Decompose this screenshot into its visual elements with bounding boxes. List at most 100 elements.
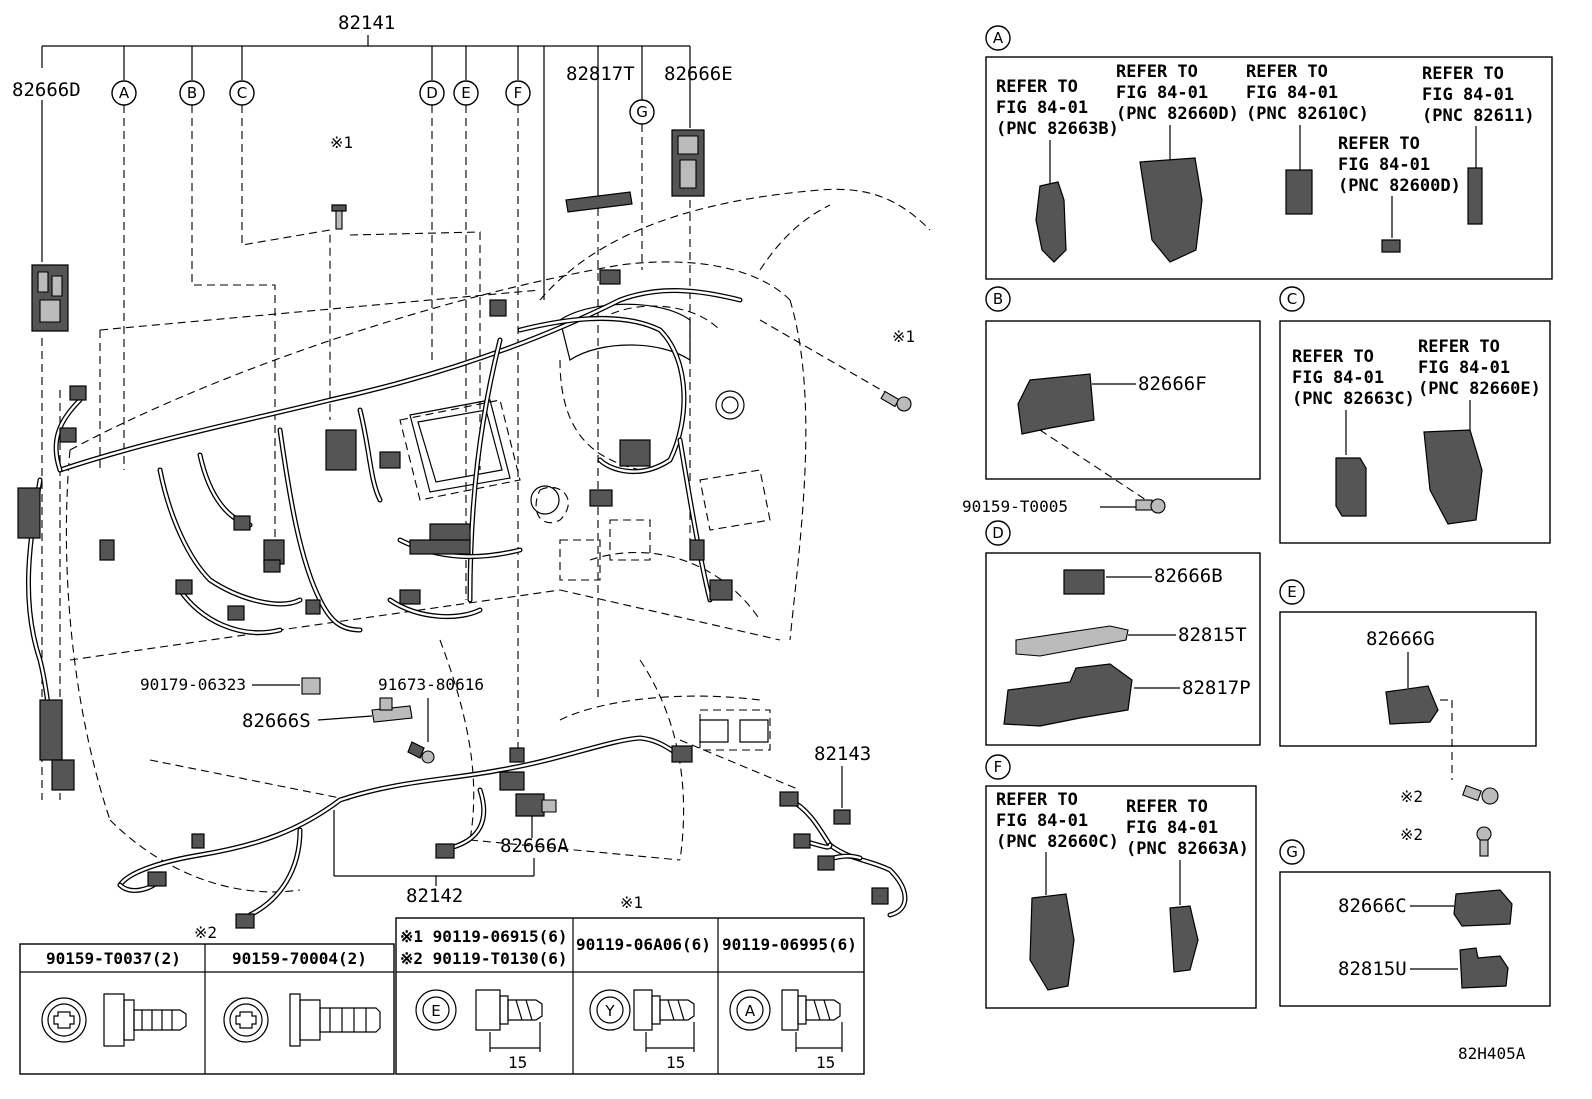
svg-text:A: A — [119, 84, 130, 102]
callout-F[interactable]: F — [505, 80, 531, 106]
rear-harness-82143[interactable] — [779, 791, 908, 918]
callout-G[interactable]: G — [629, 99, 655, 125]
detail-F-ref2-l1: REFER TO — [1126, 797, 1208, 817]
detail-C-ref2-l3: (PNC 82660E) — [1418, 379, 1541, 399]
detail-A-ref4-l2: FIG 84-01 — [1422, 85, 1514, 105]
detail-A: A REFER TO FIG 84-01 (PNC 82663B) REFER … — [985, 25, 1553, 280]
fastener-header-3[interactable]: ※1 90119-06915(6) — [400, 927, 568, 946]
part-82600D[interactable] — [1381, 239, 1401, 253]
fastener-header-1[interactable]: 90159-T0037(2) — [46, 949, 181, 968]
connector-82666A[interactable] — [515, 793, 557, 817]
callout-E[interactable]: E — [453, 80, 479, 106]
note-2-E: ※2 — [1400, 787, 1423, 806]
table-note-1: ※1 — [620, 893, 643, 912]
label-82142[interactable]: 82142 — [406, 885, 463, 907]
label-82143[interactable]: 82143 — [814, 743, 871, 765]
label-82666A[interactable]: 82666A — [500, 835, 569, 857]
label-82666B[interactable]: 82666B — [1154, 565, 1223, 587]
detail-F-ref2-l3: (PNC 82663A) — [1126, 839, 1249, 859]
label-82817P[interactable]: 82817P — [1182, 677, 1251, 699]
svg-text:C: C — [237, 84, 247, 102]
detail-G: G 82666C 82815U — [1279, 839, 1551, 1007]
fastener-table: ※1 90159-T0037(2) 90159-70004(2) ※1 9011… — [19, 893, 865, 1075]
fastener-header-6[interactable]: 90119-06995(6) — [722, 935, 857, 954]
detail-B: B 82666F 90159-T0005 — [962, 286, 1261, 516]
label-82815T[interactable]: 82815T — [1178, 624, 1247, 646]
detail-A-ref1-l1: REFER TO — [996, 77, 1078, 97]
fastener-header-4[interactable]: ※2 90119-T0130(6) — [400, 949, 568, 968]
part-82815T[interactable] — [1015, 625, 1129, 657]
dimension-15-c: 15 — [816, 1053, 835, 1072]
detail-C-ref2-l2: FIG 84-01 — [1418, 358, 1510, 378]
note-1-top: ※1 — [330, 133, 353, 152]
part-82817P[interactable] — [1003, 663, 1133, 727]
detail-F-ref1-l2: FIG 84-01 — [996, 811, 1088, 831]
floor-harness-82142[interactable] — [117, 735, 683, 918]
bolt-T0005-icon[interactable] — [1135, 498, 1166, 514]
note-2-floor: ※2 — [194, 923, 217, 942]
label-90159-T0005[interactable]: 90159-T0005 — [962, 497, 1068, 516]
part-82666G[interactable] — [1385, 685, 1439, 725]
detail-A-ref3-l3: (PNC 82610C) — [1246, 104, 1369, 124]
detail-C: C REFER TO FIG 84-01 (PNC 82663C) REFER … — [1279, 286, 1551, 544]
part-82666C[interactable] — [1453, 889, 1513, 927]
label-82666S[interactable]: 82666S — [242, 710, 311, 732]
screw-top-icon[interactable] — [331, 204, 347, 230]
bolt-A-icon: A 15 — [729, 989, 843, 1072]
bolt-flange-phillips-icon — [223, 993, 381, 1047]
main-callouts: A B C D E F G — [111, 80, 655, 125]
svg-text:A: A — [745, 1002, 756, 1020]
part-82660E[interactable] — [1423, 429, 1483, 525]
label-90179-06323[interactable]: 90179-06323 — [140, 675, 246, 694]
bolt-icon[interactable] — [407, 741, 435, 764]
label-82666F[interactable]: 82666F — [1138, 373, 1207, 395]
part-82660C[interactable] — [1029, 893, 1075, 991]
relay-82817T[interactable] — [565, 191, 633, 213]
svg-text:Y: Y — [604, 1002, 615, 1020]
bolt-E-icon: E 15 — [415, 989, 543, 1072]
label-82666C[interactable]: 82666C — [1338, 895, 1407, 917]
callout-C[interactable]: C — [229, 80, 255, 106]
screw-right-icon[interactable] — [880, 390, 912, 412]
part-82663A[interactable] — [1169, 905, 1199, 973]
center-cluster — [409, 303, 769, 743]
label-91673-80616[interactable]: 91673-80616 — [378, 675, 484, 694]
detail-C-ref1-l3: (PNC 82663C) — [1292, 389, 1415, 409]
detail-A-tag: A — [993, 29, 1004, 47]
svg-text:F: F — [514, 84, 523, 102]
part-82666B[interactable] — [1063, 569, 1105, 595]
screw-E-icon[interactable] — [1462, 784, 1499, 805]
part-82663B[interactable] — [1035, 181, 1067, 263]
part-82815U[interactable] — [1459, 947, 1509, 989]
detail-A-ref5-l2: FIG 84-01 — [1338, 155, 1430, 175]
clip-icon[interactable] — [301, 677, 321, 695]
detail-F-ref2-l2: FIG 84-01 — [1126, 818, 1218, 838]
label-82141[interactable]: 82141 — [338, 12, 395, 34]
connector-82666E[interactable] — [671, 129, 705, 197]
detail-B-tag: B — [993, 290, 1003, 308]
harness-connectors — [17, 269, 733, 791]
label-82666E[interactable]: 82666E — [664, 63, 733, 85]
part-82610C[interactable] — [1285, 169, 1313, 215]
svg-text:B: B — [187, 84, 197, 102]
label-82815U[interactable]: 82815U — [1338, 958, 1407, 980]
part-82611[interactable] — [1467, 167, 1483, 225]
label-82666D[interactable]: 82666D — [12, 79, 81, 101]
part-82666F[interactable] — [1017, 373, 1095, 435]
fastener-header-5[interactable]: 90119-06A06(6) — [576, 935, 711, 954]
part-82663C[interactable] — [1335, 457, 1367, 517]
dashboard-outline — [65, 188, 931, 893]
callout-B[interactable]: B — [179, 80, 205, 106]
junction-block-82666D[interactable] — [31, 264, 69, 332]
callout-A[interactable]: A — [111, 80, 137, 106]
screw-G-icon[interactable] — [1476, 826, 1492, 857]
callout-D[interactable]: D — [419, 80, 445, 106]
label-82817T[interactable]: 82817T — [566, 63, 635, 85]
part-82660D[interactable] — [1139, 157, 1203, 263]
bracket-82666S[interactable] — [371, 697, 413, 723]
fastener-header-2[interactable]: 90159-70004(2) — [232, 949, 367, 968]
label-82666G[interactable]: 82666G — [1366, 628, 1435, 650]
detail-C-tag: C — [1287, 290, 1297, 308]
floor-connectors — [147, 745, 693, 929]
